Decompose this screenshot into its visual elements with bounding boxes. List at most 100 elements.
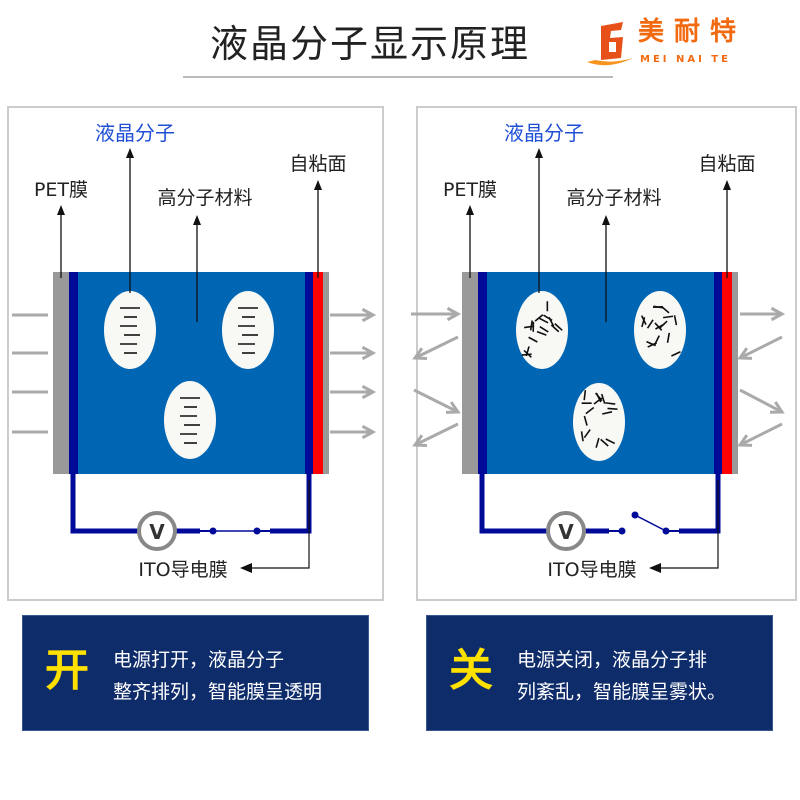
scattered-light: [739, 422, 783, 447]
incoming-light-head: [446, 306, 462, 322]
lc-label: 液晶分子: [95, 121, 175, 145]
adhesive-pointer-head: [723, 180, 731, 190]
scattered-light: [414, 422, 459, 447]
lc-molecule: [607, 407, 618, 410]
lc-molecule: [605, 402, 616, 405]
scattered-light: [414, 335, 459, 360]
lc-molecule: [647, 342, 658, 348]
lc-molecule: [583, 415, 588, 426]
lc-molecule: [595, 437, 600, 448]
lc-molecule: [654, 322, 663, 331]
lc-molecule: [595, 392, 602, 403]
lc-pointer-head: [535, 148, 543, 158]
lc-molecule: [550, 324, 560, 333]
scattered-light-head: [412, 434, 428, 448]
ito-label: ITO导电膜: [547, 559, 636, 581]
on-desc-line2: 整齐排列，智能膜呈透明: [113, 681, 323, 703]
off-state-caption: 关 电源关闭，液晶分子排列紊乱，智能膜呈雾状。: [426, 615, 773, 731]
pet-label: PET膜: [34, 179, 88, 201]
lc-droplet: [516, 291, 568, 369]
ito-electrode-right: [305, 272, 313, 474]
pet-film-left: [53, 272, 69, 474]
lc-molecule: [583, 390, 587, 401]
lc-molecule: [641, 317, 646, 328]
lc-molecule: [528, 336, 538, 343]
lc-molecule: [524, 325, 535, 329]
adhesive-layer: [722, 272, 732, 474]
lc-label: 液晶分子: [504, 121, 584, 145]
lc-molecule: [538, 317, 549, 324]
on-state-caption: 开 电源打开，液晶分子整齐排列，智能膜呈透明: [22, 615, 369, 731]
logo-text-en: MEI NAI TE: [640, 54, 731, 65]
lc-molecule: [600, 438, 609, 447]
scattered-light: [739, 335, 783, 360]
lc-molecule: [666, 332, 671, 343]
logo-text-cn: 美耐特: [638, 17, 747, 47]
voltmeter-label: V: [149, 520, 165, 544]
scattered-light-head: [737, 347, 753, 360]
voltmeter-icon: [137, 511, 177, 551]
lc-molecule: [600, 393, 606, 404]
switch-gap: [609, 526, 679, 536]
logo-mark-icon: [587, 22, 633, 66]
polymer-pointer-head: [602, 215, 610, 225]
adhesive-pointer-head: [314, 180, 322, 190]
scattered-light-head: [737, 434, 753, 447]
lc-droplet: [104, 291, 156, 369]
voltmeter-label: V: [558, 520, 574, 544]
off-label: 关: [449, 645, 493, 696]
switch-terminal: [618, 527, 626, 535]
page-title: 液晶分子显示原理: [210, 22, 531, 66]
polymer-label: 高分子材料: [566, 187, 661, 209]
polymer-label: 高分子材料: [157, 187, 252, 209]
voltmeter-icon: [546, 511, 586, 551]
incoming-light: [413, 388, 459, 414]
pet-pointer-head: [466, 205, 474, 215]
lc-molecule: [585, 406, 595, 415]
lc-molecule: [583, 429, 591, 439]
ito-pointer: [250, 480, 310, 569]
lc-molecule: [548, 316, 555, 327]
switch-open: [634, 514, 667, 532]
scattered-light-head: [412, 347, 428, 361]
lc-droplet: [634, 291, 686, 369]
transmitted-light-head: [361, 307, 377, 323]
ito-pointer: [659, 480, 719, 569]
lc-molecule: [539, 325, 549, 333]
polymer-pointer-head: [193, 215, 201, 225]
brand-logo: 美耐特 MEI NAI TE: [583, 18, 793, 70]
scattered-light: [739, 388, 783, 414]
lc-molecule: [646, 340, 656, 347]
lc-molecule: [580, 431, 584, 442]
lc-molecule: [646, 319, 654, 329]
lc-molecule: [534, 314, 544, 322]
on-desc-line1: 电源打开，液晶分子: [113, 649, 285, 671]
lc-molecule: [554, 323, 563, 331]
incoming-light-head: [445, 401, 461, 414]
ito-label: ITO导电膜: [138, 559, 227, 581]
title-underline: [183, 76, 613, 78]
lc-droplet: [222, 291, 274, 369]
transmitted-light-head: [361, 424, 377, 440]
pet-film-right: [732, 272, 738, 474]
adhesive-layer: [313, 272, 323, 474]
scattered-light-head: [769, 401, 785, 414]
ito-electrode-left: [478, 272, 487, 474]
lc-molecule: [602, 411, 613, 415]
off-desc-line1: 电源关闭，液晶分子排: [517, 649, 708, 671]
lc-molecule: [671, 351, 681, 357]
pet-label: PET膜: [443, 179, 497, 201]
lc-molecule: [663, 315, 674, 319]
adhesive-label: 自粘面: [289, 153, 346, 175]
lc-molecule: [521, 353, 532, 356]
transmitted-light-head: [361, 345, 377, 361]
ito-pointer-head: [240, 563, 252, 573]
lc-molecule: [655, 323, 665, 330]
pet-pointer-head: [57, 205, 65, 215]
lc-molecule: [673, 315, 678, 326]
adhesive-label: 自粘面: [698, 153, 755, 175]
lc-pointer-head: [126, 148, 134, 158]
lc-molecule: [523, 349, 532, 358]
